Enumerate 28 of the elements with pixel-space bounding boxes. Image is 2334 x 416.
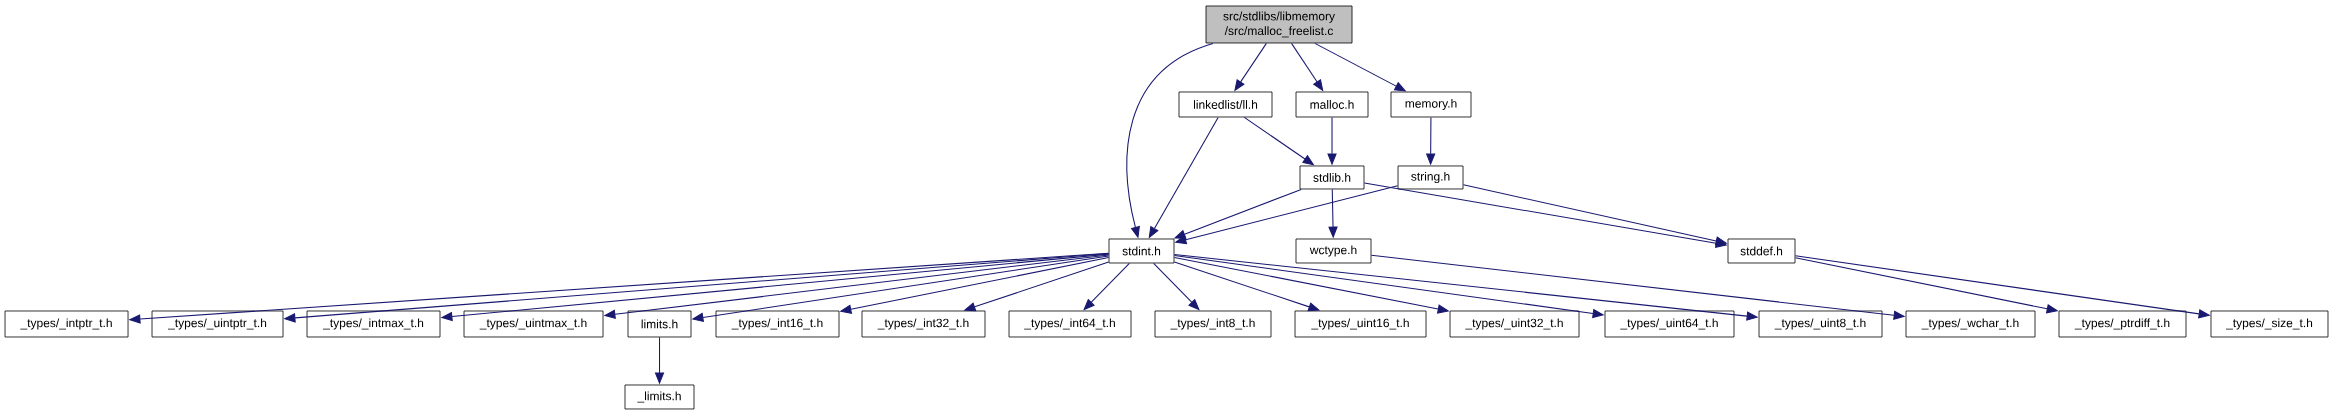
- file-box: _types/_int64_t.h: [1008, 310, 1132, 338]
- file-box: _types/_wchar_t.h: [1905, 310, 2036, 338]
- file-box: _types/_int16_t.h: [715, 310, 840, 338]
- file-box: stdlib.h: [1299, 165, 1365, 190]
- file-box: _types/_uint16_t.h: [1294, 310, 1427, 338]
- file-box: wctype.h: [1295, 238, 1372, 264]
- file-box: string.h: [1397, 165, 1464, 190]
- file-box: _types/_uintmax_t.h: [463, 310, 604, 338]
- file-box: linkedlist/ll.h: [1178, 91, 1273, 118]
- arrow: [1083, 262, 1130, 311]
- file-box: memory.h: [1390, 91, 1472, 118]
- file-box: src/stdlibs/libmemory /src/malloc_freelist.c: [1205, 5, 1353, 44]
- file-box: _types/_int8_t.h: [1154, 310, 1272, 338]
- file-box: _types/_uint64_t.h: [1604, 310, 1735, 338]
- file-box: _types/_uint32_t.h: [1449, 310, 1580, 338]
- arrow: [1153, 262, 1200, 311]
- file-box: _limits.h: [624, 384, 695, 410]
- file-box: _types/_uint8_t.h: [1758, 310, 1883, 338]
- file-box: _types/_int32_t.h: [861, 310, 986, 338]
- file-box: limits.h: [627, 310, 692, 338]
- file-box: stddef.h: [1727, 238, 1796, 264]
- file-box: _types/_intptr_t.h: [4, 310, 129, 338]
- file-box: _types/_ptrdiff_t.h: [2058, 310, 2187, 338]
- file-box: malloc.h: [1295, 91, 1369, 118]
- file-box: _types/_size_t.h: [2210, 310, 2329, 338]
- file-box: stdint.h: [1108, 238, 1175, 264]
- file-box: _types/_uintptr_t.h: [151, 310, 284, 338]
- file-box: _types/_intmax_t.h: [306, 310, 441, 338]
